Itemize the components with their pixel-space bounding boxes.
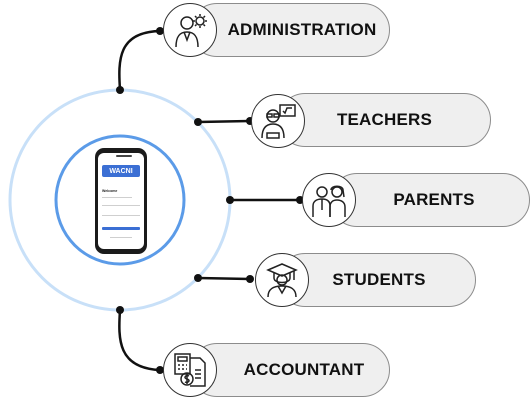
- connector-accountant: [118, 309, 161, 372]
- role-label-parents: PARENTS: [393, 190, 475, 209]
- parents-couple-icon: [302, 173, 356, 227]
- connector-end-accountant: [156, 366, 164, 374]
- inner-ring: [54, 134, 186, 266]
- screen-footer-line: [110, 237, 132, 238]
- connector-teachers: [197, 119, 251, 124]
- connector-dot-teachers: [194, 118, 202, 126]
- connector-administration: [118, 29, 161, 91]
- teacher-with-board-icon: [251, 94, 305, 148]
- app-header: WACNI: [102, 165, 140, 177]
- phone-screen: WACNI Welcome: [98, 153, 144, 249]
- graduate-student-icon: [255, 253, 309, 307]
- password-field: [102, 215, 140, 216]
- welcome-text: Welcome: [102, 189, 118, 193]
- role-pill-accountant[interactable]: ACCOUNTANT: [190, 343, 390, 397]
- connector-dot-administration: [116, 86, 124, 94]
- login-button: [102, 227, 140, 230]
- connector-end-administration: [156, 27, 164, 35]
- role-pill-administration[interactable]: ADMINISTRATION: [190, 3, 390, 57]
- username-field: [102, 205, 140, 206]
- screen-text-line: [102, 197, 132, 198]
- role-label-teachers: TEACHERS: [336, 110, 433, 129]
- role-pill-students[interactable]: STUDENTS: [278, 253, 476, 307]
- connector-dot-accountant: [116, 306, 124, 314]
- phone-notch: [116, 155, 132, 157]
- connector-students: [197, 276, 251, 281]
- app-name: WACNI: [109, 167, 133, 175]
- connector-dot-students: [194, 274, 202, 282]
- connector-end-students: [246, 275, 254, 283]
- administration-gear-person-icon: [163, 3, 217, 57]
- role-pill-parents[interactable]: PARENTS: [330, 173, 530, 227]
- role-label-students: STUDENTS: [332, 270, 426, 289]
- role-pill-teachers[interactable]: TEACHERS: [278, 93, 491, 147]
- connector-dot-parents: [226, 196, 234, 204]
- role-label-administration: ADMINISTRATION: [227, 20, 377, 39]
- role-label-accountant: ACCOUNTANT: [243, 360, 365, 379]
- calculator-invoice-icon: [163, 343, 217, 397]
- phone-mockup: WACNI Welcome: [95, 148, 147, 254]
